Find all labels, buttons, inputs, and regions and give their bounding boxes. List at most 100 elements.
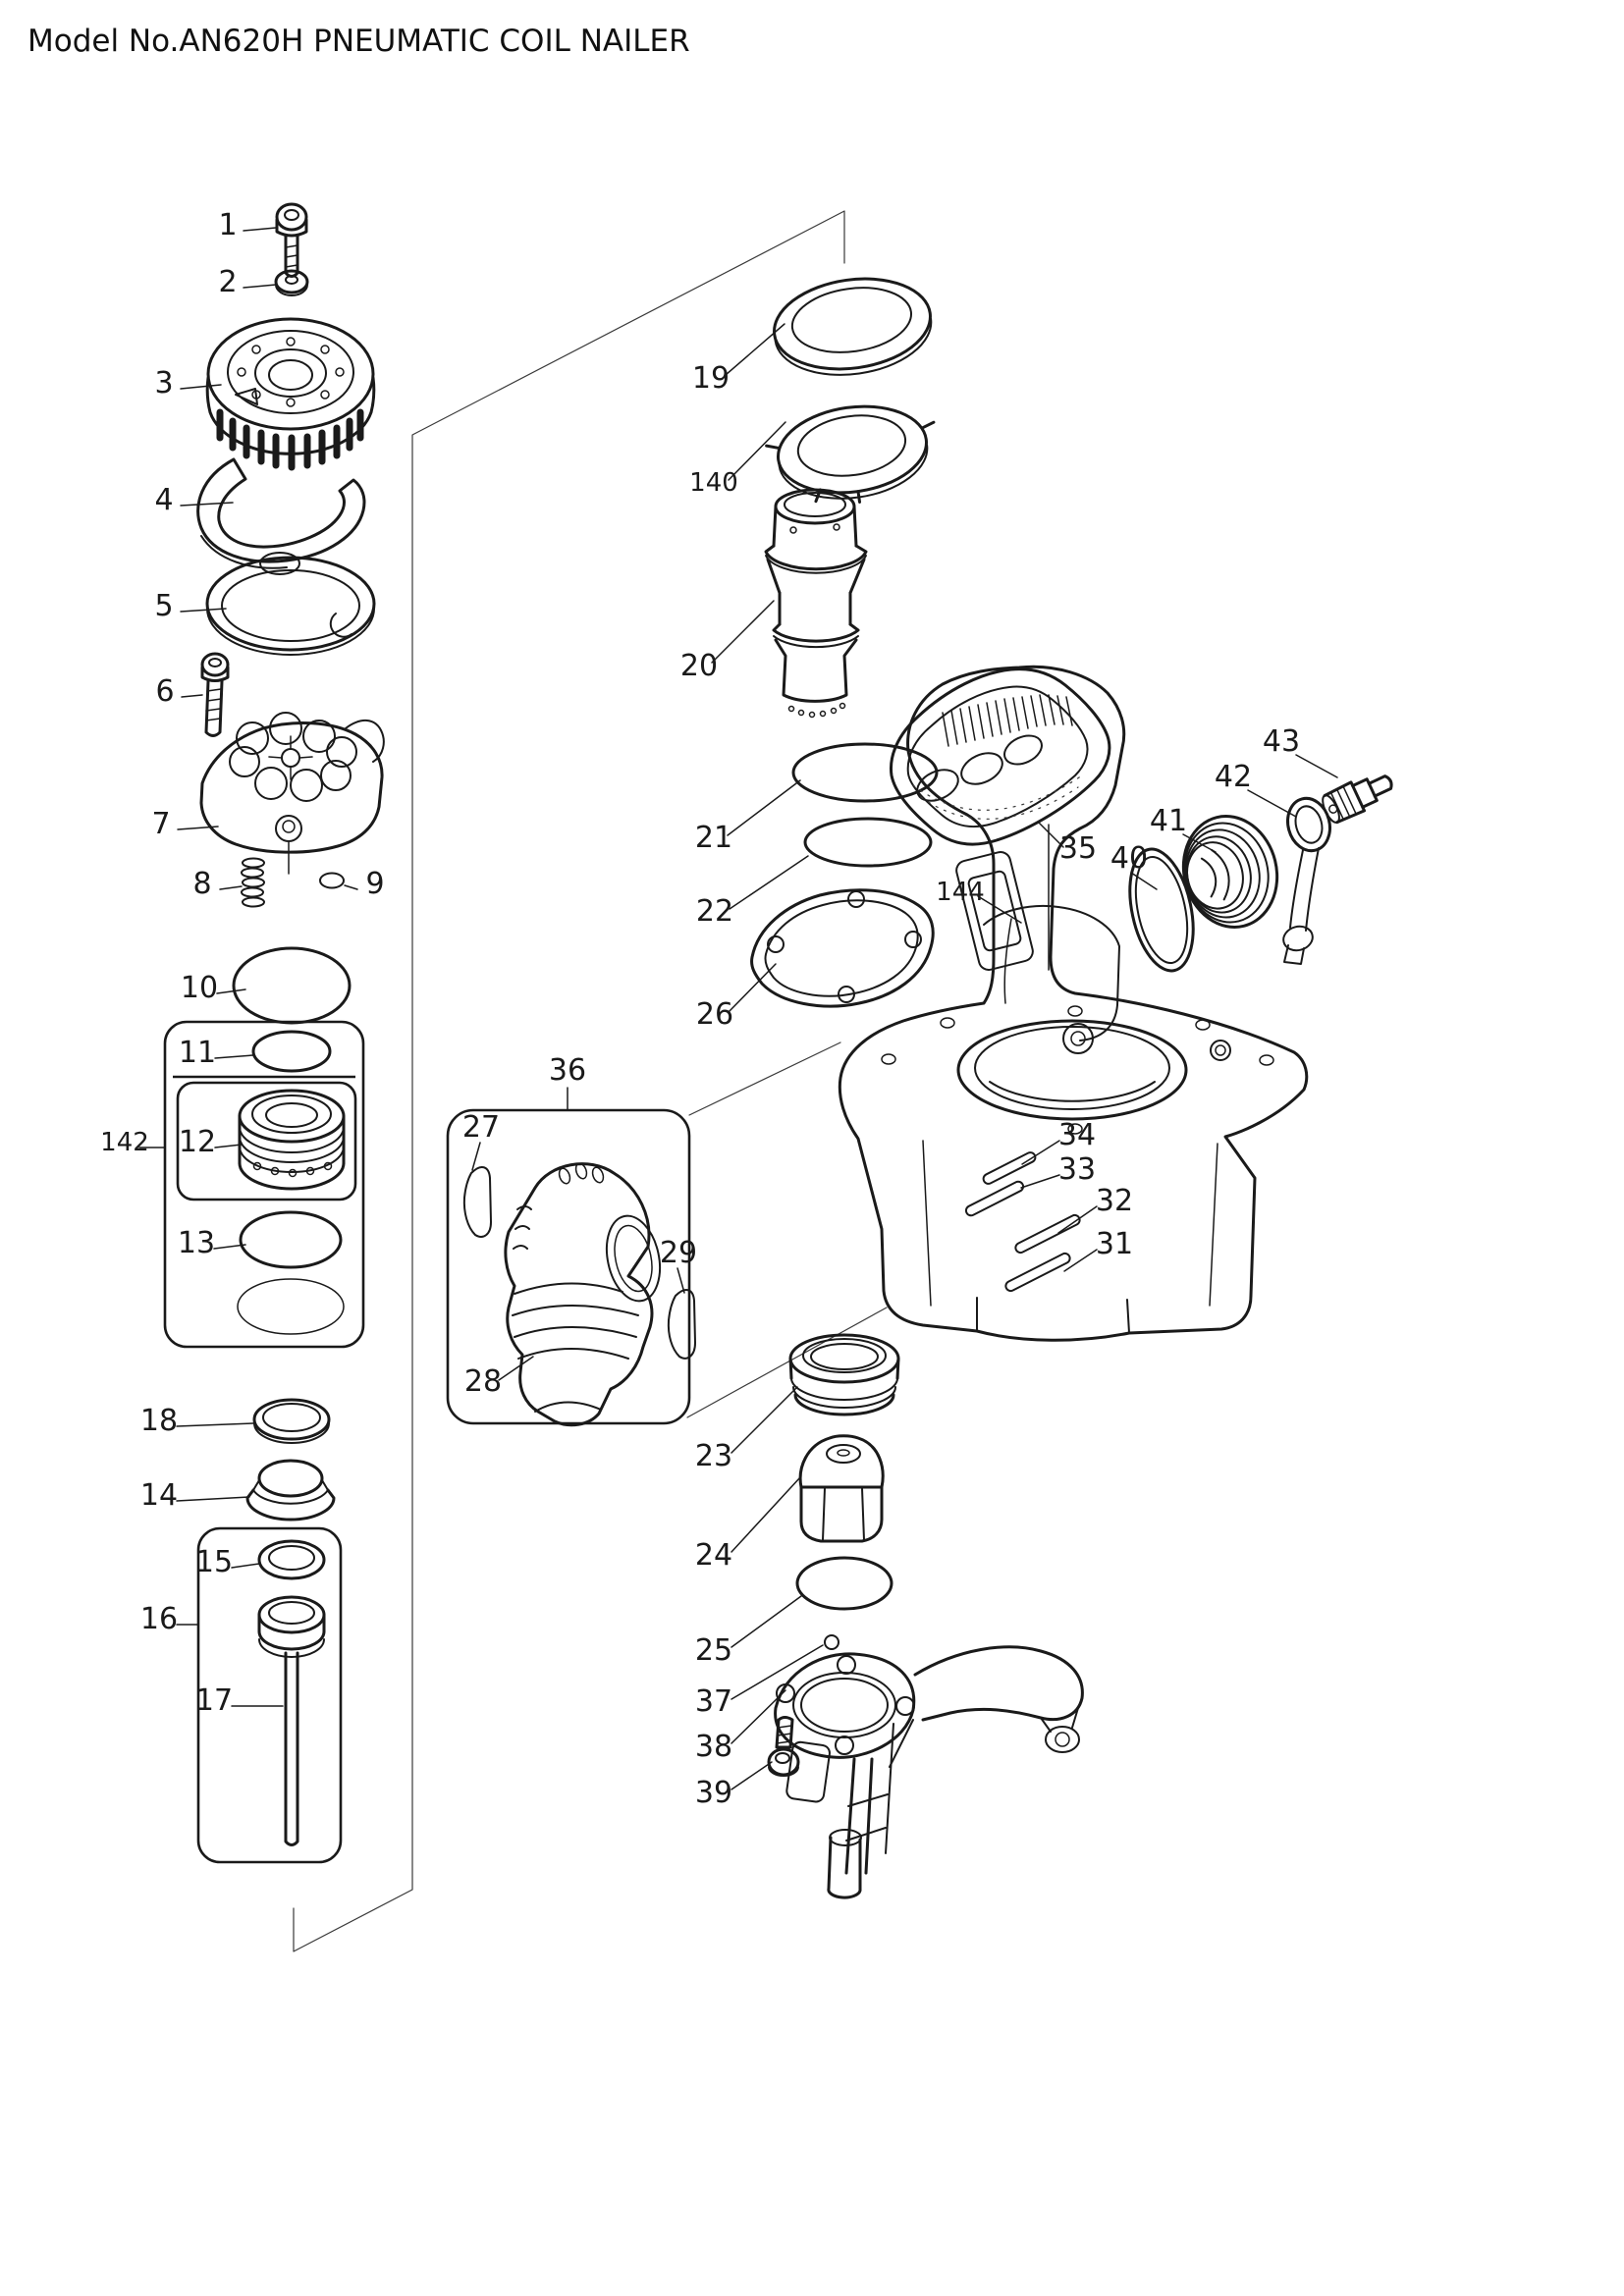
callout-33: 33 [1058, 1152, 1096, 1187]
part-26-gasket [750, 888, 935, 1008]
part-6-long-bolt [200, 652, 230, 737]
part-11-o-ring [251, 1030, 332, 1073]
callout-12: 12 [179, 1125, 216, 1159]
part-23-collar [788, 1333, 900, 1416]
part-35-grip [889, 667, 1111, 846]
part-17-driver-piston-rod [257, 1595, 326, 1846]
group-box-142 [163, 1020, 365, 1349]
callout-8: 8 [192, 867, 211, 901]
callout-20: 20 [680, 649, 718, 683]
part-31-pin [1004, 1252, 1071, 1293]
callout-32: 32 [1096, 1184, 1133, 1218]
group-box-12 [176, 1081, 357, 1201]
part-28-exhaust-cover [504, 1162, 662, 1427]
part-1-hex-socket-bolt [275, 202, 308, 278]
fold-lines [293, 210, 888, 1952]
part-140-lock-ring [765, 404, 936, 504]
part-40-o-ring [1128, 847, 1195, 973]
page-title: Model No.AN620H PNEUMATIC COIL NAILER [27, 24, 690, 59]
part-27-pad [462, 1166, 492, 1238]
part-20-main-valve [764, 488, 868, 719]
part-25-o-ring [795, 1556, 893, 1611]
part-13-o-ring-phantom [237, 1278, 345, 1335]
part-42-dust-cap-strap [1282, 796, 1331, 965]
callout-41: 41 [1150, 804, 1187, 838]
callout-28: 28 [464, 1364, 502, 1399]
callout-10: 10 [181, 971, 218, 1005]
callout-21: 21 [695, 821, 732, 855]
grip-ribs [942, 694, 1073, 747]
callout-39: 39 [695, 1776, 732, 1810]
part-5-seal-plate [205, 552, 376, 656]
callout-13: 13 [178, 1226, 215, 1260]
part-12-piston [238, 1089, 346, 1191]
part-10-o-ring [232, 946, 352, 1025]
callout-15: 15 [195, 1545, 233, 1579]
part-41-end-cap [1181, 815, 1279, 929]
callout-31: 31 [1096, 1227, 1133, 1261]
callout-142: 142 [100, 1128, 149, 1157]
knurl-slots [216, 408, 364, 471]
part-34-pin [982, 1151, 1037, 1185]
callout-25: 25 [695, 1633, 732, 1668]
callout-7: 7 [151, 807, 170, 841]
callout-27: 27 [462, 1110, 500, 1145]
part-15-o-ring [257, 1539, 326, 1580]
callout-29: 29 [660, 1236, 697, 1270]
callout-24: 24 [695, 1538, 732, 1573]
callout-19: 19 [692, 361, 730, 396]
part-38-nose-base-assembly [774, 1645, 1084, 1899]
callout-34: 34 [1058, 1118, 1096, 1152]
part-21-o-ring [791, 742, 939, 803]
callout-36: 36 [549, 1053, 586, 1088]
group-box-36 [446, 1108, 691, 1425]
callout-22: 22 [696, 894, 733, 929]
callout-42: 42 [1215, 760, 1252, 794]
callout-16: 16 [140, 1602, 178, 1636]
callout-9: 9 [365, 867, 384, 901]
part-24-lock-nut [798, 1434, 885, 1543]
part-3-top-cap [205, 317, 376, 471]
part-22-o-ring [803, 817, 933, 868]
part-7-cylinder-head [199, 712, 385, 875]
callout-38: 38 [695, 1730, 732, 1764]
callout-6: 6 [155, 674, 174, 709]
part-29-pad [667, 1289, 696, 1360]
callout-11: 11 [179, 1036, 216, 1070]
callout-5: 5 [154, 589, 173, 623]
part-8-spring [241, 857, 265, 908]
part-18-o-ring [252, 1398, 331, 1444]
callout-37: 37 [695, 1684, 732, 1719]
body-label-plate [967, 870, 1022, 952]
callout-3: 3 [154, 366, 173, 400]
part-4-c-ring [196, 457, 366, 569]
part-43-air-fitting [1322, 774, 1393, 825]
callout-17: 17 [195, 1683, 233, 1718]
part-39-bolt [767, 1716, 800, 1777]
callout-18: 18 [140, 1404, 178, 1438]
part-body-housing [838, 665, 1309, 1342]
callout-14: 14 [140, 1478, 178, 1513]
part-37-o-ring [824, 1634, 839, 1650]
part-13-o-ring [239, 1210, 343, 1269]
part-32-pin [1014, 1213, 1081, 1255]
callout-4: 4 [154, 483, 173, 517]
part-9-o-ring [319, 872, 345, 889]
part-2-washer [274, 269, 309, 296]
valve-holes [787, 702, 846, 719]
group-box-16 [196, 1526, 343, 1864]
leader-lines [138, 227, 1338, 1790]
callout-140: 140 [689, 468, 738, 498]
callout-144: 144 [936, 878, 985, 907]
callout-1: 1 [218, 208, 237, 242]
callout-labels: 1 2 3 4 5 6 7 8 9 10 11 12 13 142 18 14 … [100, 208, 1300, 1810]
part-33-pin [964, 1180, 1025, 1217]
callout-23: 23 [695, 1439, 732, 1473]
part-14-bumper [245, 1459, 336, 1522]
part-19-ring [773, 277, 933, 376]
callout-35: 35 [1059, 831, 1097, 866]
callout-2: 2 [218, 265, 237, 299]
callout-40: 40 [1110, 841, 1148, 876]
